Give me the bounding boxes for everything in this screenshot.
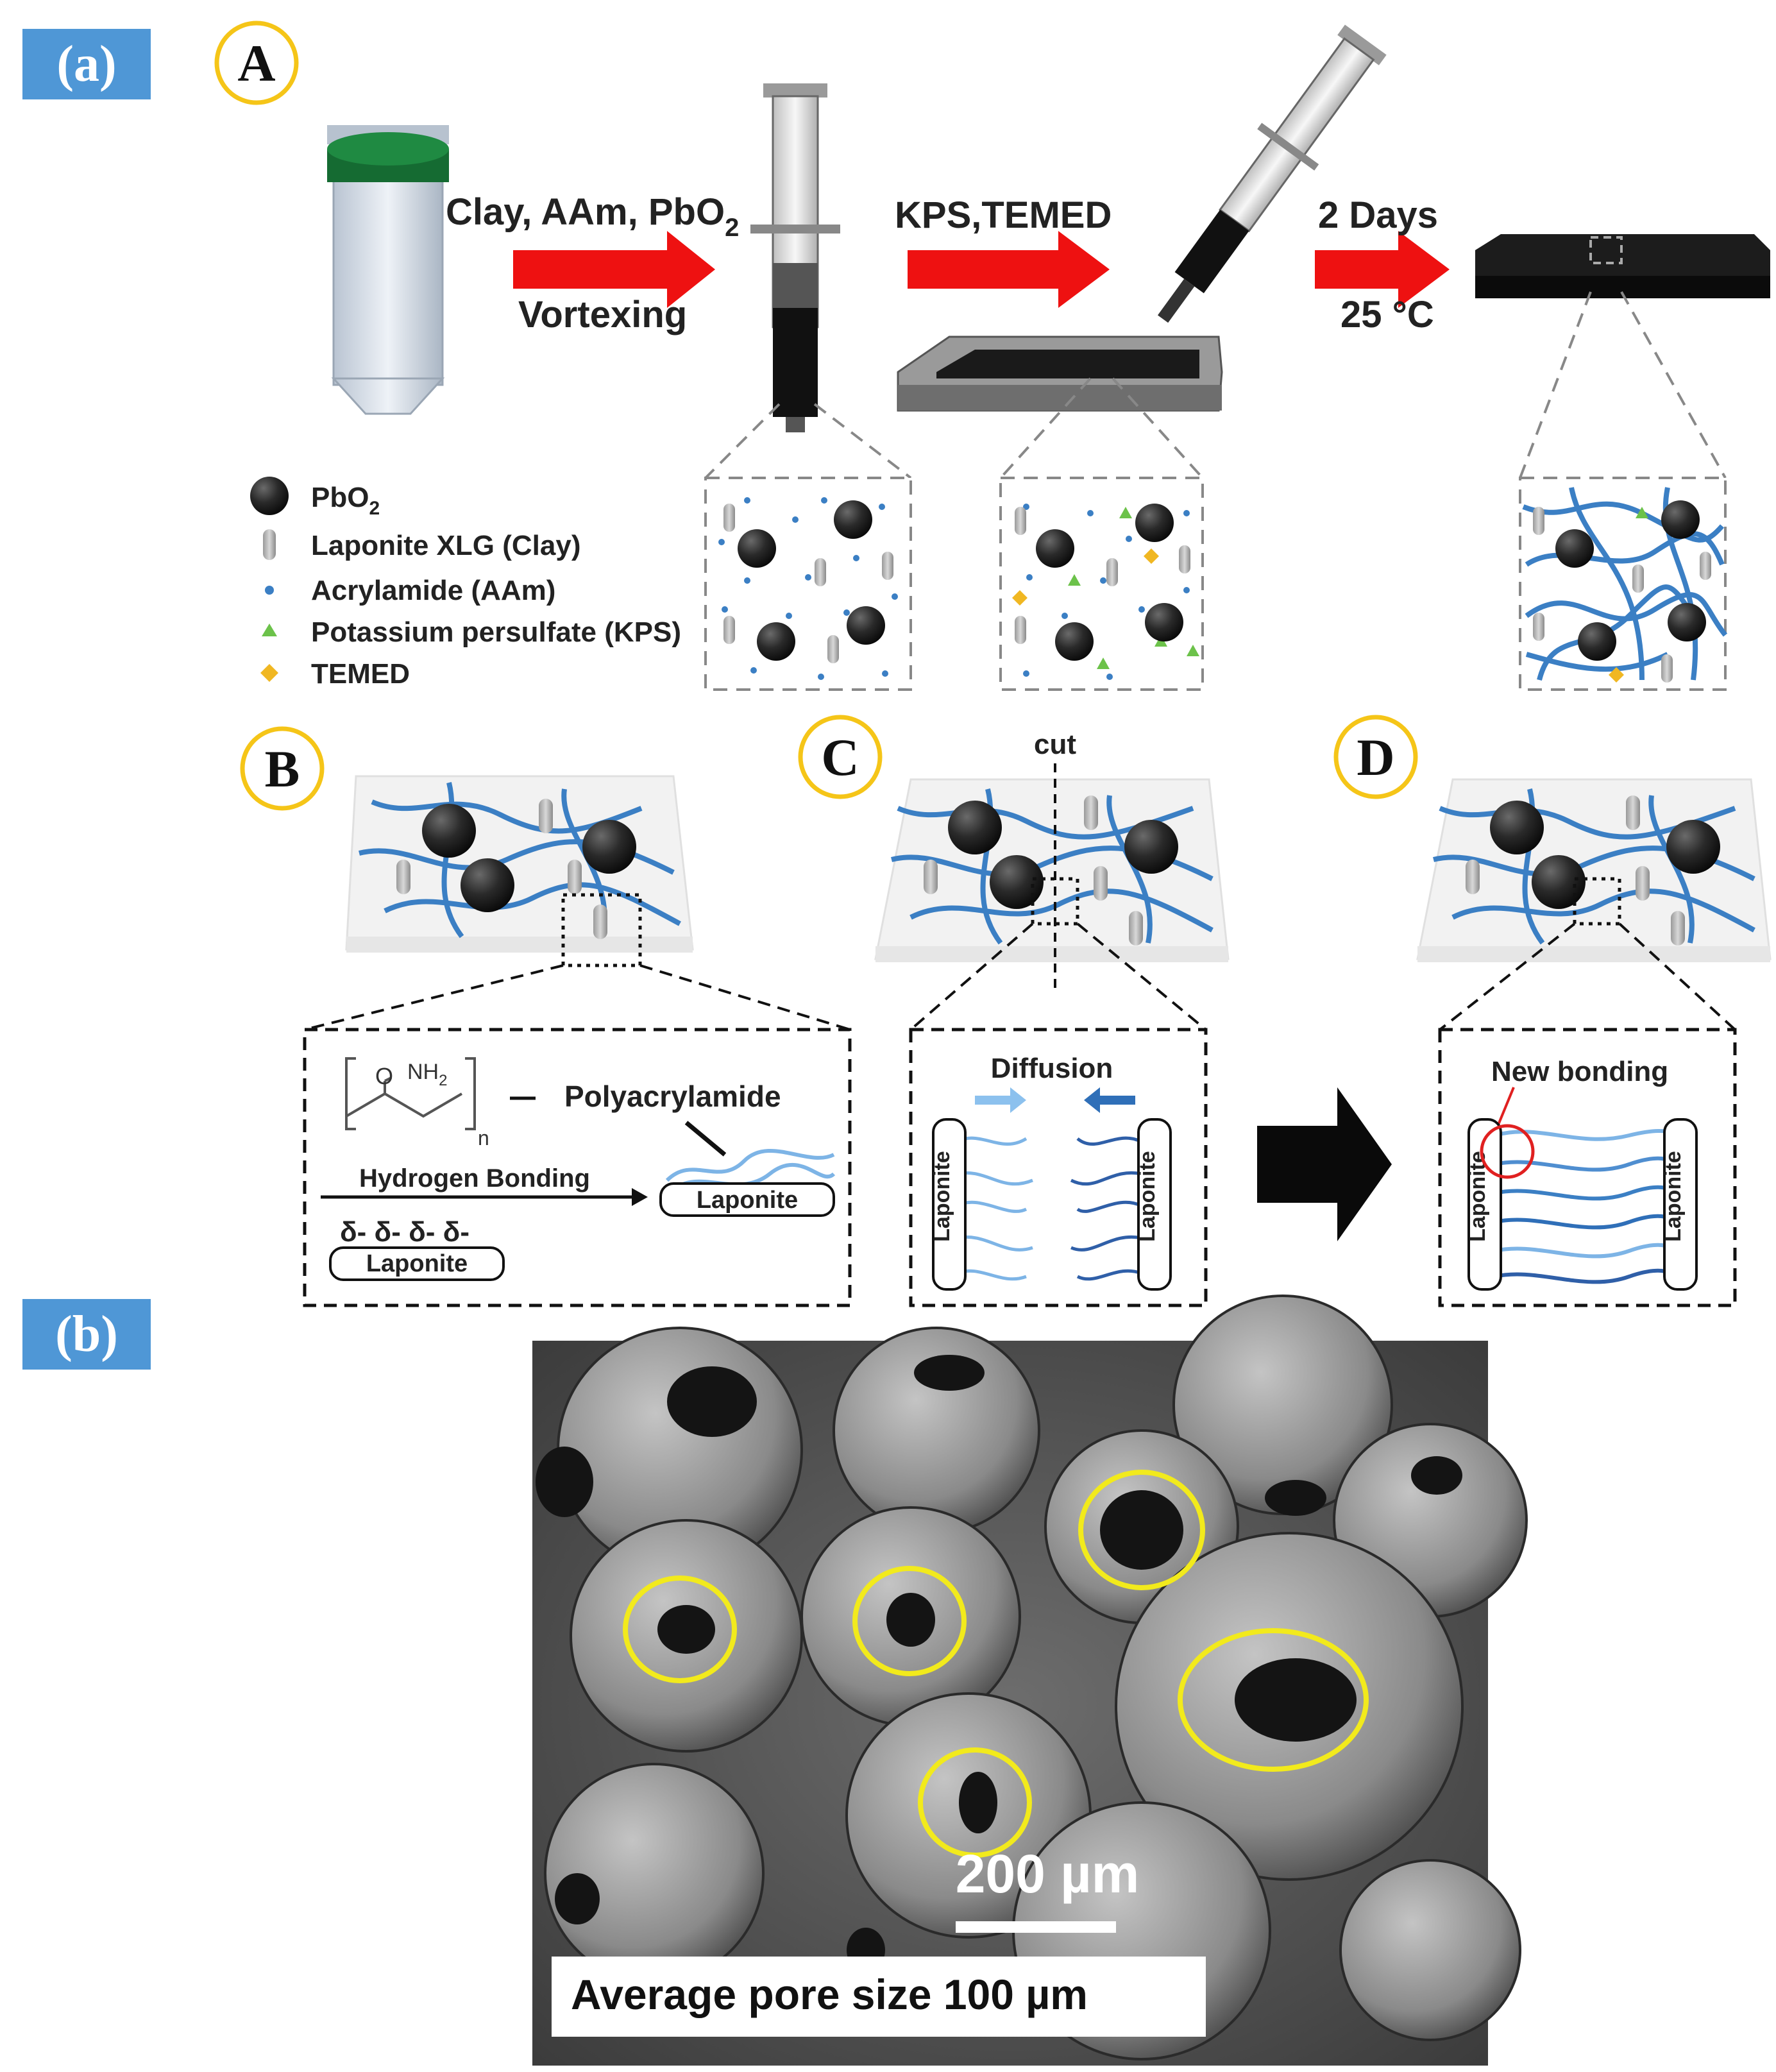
step-d-label: D — [1357, 728, 1394, 786]
legend-sub-pbo2: 2 — [369, 498, 380, 519]
panel-label-b: (b) — [22, 1299, 151, 1370]
arrow-2: KPS,TEMED — [895, 194, 1112, 308]
zoom-box-2 — [999, 477, 1204, 691]
syringe-tilted-icon — [1157, 24, 1387, 323]
legend-kps-icon — [262, 624, 277, 636]
b-disk-label: Laponite — [366, 1250, 468, 1277]
svg-text:NH2: NH2 — [407, 1060, 447, 1089]
c-cut-label: cut — [1034, 729, 1076, 760]
zoom-box-d: New bonding Laponite Laponite — [1438, 1028, 1737, 1307]
arrow2-top-label: KPS,TEMED — [895, 194, 1112, 236]
tube-icon — [327, 125, 449, 415]
gel-block-c — [874, 763, 1230, 988]
b-n-label: n — [478, 1126, 489, 1150]
step-a-circle: A — [214, 21, 299, 105]
pore-highlights — [623, 1470, 1369, 1858]
arrow3-bottom-label: 25 °C — [1340, 294, 1434, 335]
scale-bar — [956, 1921, 1116, 1933]
c-disk-label-right: Laponite — [1135, 1151, 1160, 1242]
black-arrow-icon — [1257, 1087, 1392, 1241]
legend-pbo2-icon — [250, 477, 289, 515]
zoom-box-c: Diffusion Laponite Laponite — [909, 1028, 1208, 1307]
zoom-lines-b — [304, 964, 850, 1031]
sem-caption-box — [552, 1957, 1206, 2037]
zoom-box-3 — [1519, 477, 1728, 691]
sem-image: 200 µm Average pore size 100 µm — [532, 1295, 1528, 2066]
b-nh2-label: NH — [407, 1060, 439, 1084]
zoom-lines-a — [704, 291, 1727, 479]
d-disk-label-right: Laponite — [1661, 1151, 1686, 1242]
new-bond-highlight — [1480, 1124, 1535, 1179]
legend-clay-icon — [263, 529, 276, 560]
mold-icon — [897, 335, 1223, 412]
b-delta-label: δ- δ- δ- δ- — [340, 1216, 469, 1248]
arrow1-bottom-label: Vortexing — [518, 294, 687, 335]
syringe-vertical-icon — [750, 83, 840, 432]
d-bonding-label: New bonding — [1491, 1056, 1668, 1087]
svg-text:PbO2: PbO2 — [311, 482, 380, 519]
arrow1-top-label: Clay, AAm, PbO — [446, 191, 725, 233]
gel-block-b — [345, 775, 694, 967]
hydrogel-slab-icon — [1475, 234, 1770, 298]
step-d-circle: D — [1333, 715, 1418, 799]
legend-label-clay: Laponite XLG (Clay) — [311, 530, 580, 561]
legend-temed-icon — [260, 664, 278, 682]
zoom-box-b: O NH2 n Polyacrylamide Hydrogen Bonding … — [303, 1028, 852, 1307]
zoom-box-1 — [704, 477, 912, 691]
c-disk-label-left: Laponite — [930, 1151, 954, 1242]
arrow-1: Clay, AAm, PbO2 Vortexing — [446, 191, 739, 335]
zoom-lines-d — [1439, 922, 1736, 1031]
step-b-label: B — [265, 740, 300, 798]
legend-label-kps: Potassium persulfate (KPS) — [311, 616, 681, 648]
step-c-label: C — [821, 728, 859, 786]
arrow3-top-label: 2 Days — [1318, 194, 1438, 236]
b-disk-label-2: Laponite — [697, 1187, 798, 1214]
sem-scale-label: 200 µm — [956, 1844, 1140, 1904]
step-b-circle: B — [240, 726, 325, 811]
b-bond-label: Hydrogen Bonding — [359, 1164, 590, 1193]
b-polymer-label: Polyacrylamide — [564, 1080, 781, 1113]
panel-label-a: (a) — [22, 29, 151, 99]
arrow1-top-sub: 2 — [725, 214, 739, 242]
legend-label-aam: Acrylamide (AAm) — [311, 575, 555, 606]
legend-label-pbo2: PbO — [311, 482, 369, 513]
sem-caption: Average pore size 100 µm — [571, 1971, 1088, 2018]
legend-label-temed: TEMED — [311, 658, 410, 690]
legend-aam-icon — [265, 586, 274, 595]
b-nh2-sub: 2 — [439, 1072, 447, 1089]
legend: PbO2 Laponite XLG (Clay) Acrylamide (AAm… — [250, 477, 681, 690]
c-diffusion-label: Diffusion — [991, 1053, 1113, 1084]
step-a-label: A — [237, 34, 275, 92]
step-c-circle: C — [798, 715, 883, 799]
b-o-label: O — [375, 1063, 393, 1089]
zoom-lines-c — [909, 922, 1207, 1031]
gel-block-d — [1416, 778, 1772, 962]
svg-text:Clay, AAm, PbO2: Clay, AAm, PbO2 — [446, 191, 739, 242]
arrow-3: 2 Days 25 °C — [1315, 194, 1450, 335]
